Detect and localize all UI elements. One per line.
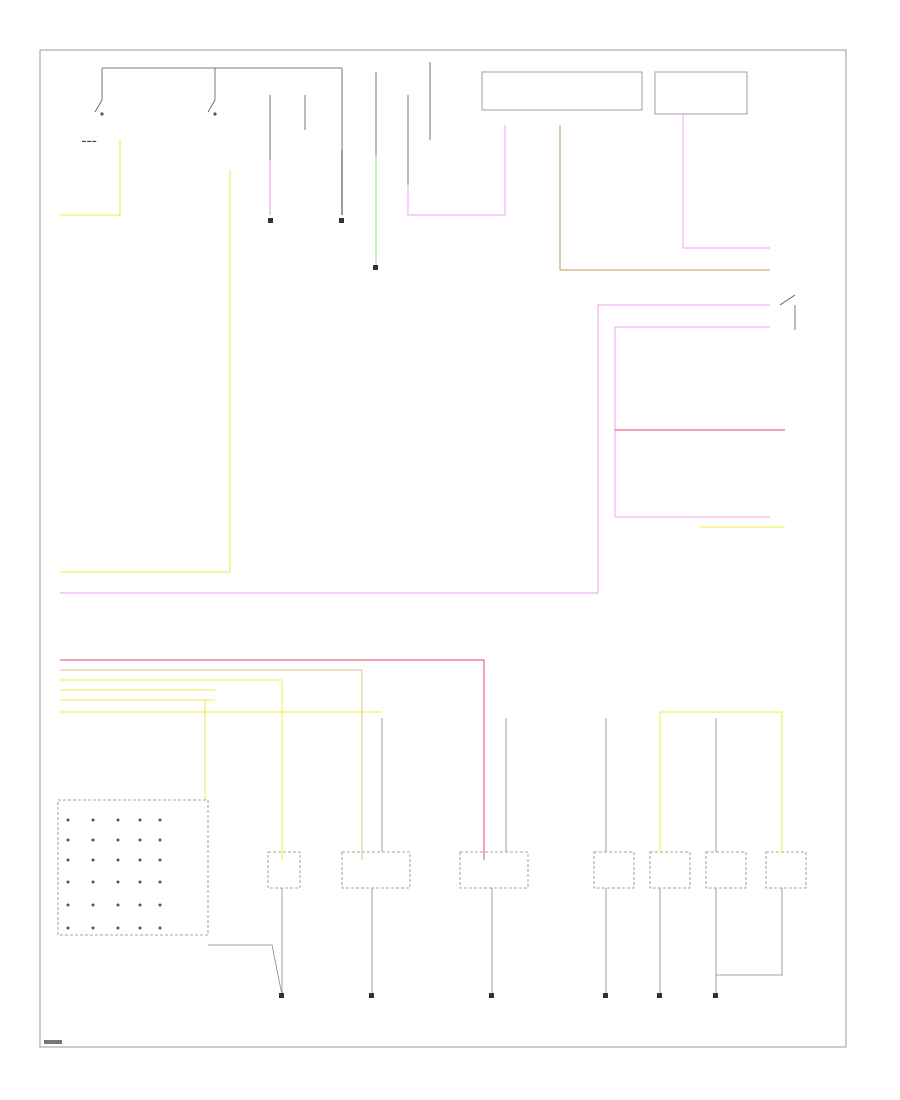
- switch-label: ▬ ▬ ▬: [82, 138, 96, 143]
- switch-icon: [779, 294, 796, 330]
- module-box-1: [481, 71, 643, 111]
- wire-panel-out: [208, 944, 283, 996]
- switch-icon: [207, 99, 217, 116]
- wire-pink-right: [682, 115, 770, 249]
- wire-yellow-b1: [60, 679, 283, 860]
- wire-brown: [559, 125, 770, 271]
- wire-pink-top: [407, 125, 506, 216]
- switch-icon: [94, 99, 104, 116]
- wire-yellow-1: [60, 140, 121, 216]
- lamp-modules: [267, 851, 807, 889]
- module-box-2: [654, 71, 748, 115]
- top-bus: [101, 62, 431, 215]
- panel-box: [57, 799, 209, 936]
- wire-pink-long: [60, 304, 770, 594]
- wire-yellow-2: [60, 170, 231, 573]
- lamp-feeds: [381, 718, 717, 852]
- wire-pink-2: [614, 326, 770, 518]
- wire-yellow-right-bottom: [659, 711, 783, 852]
- connector-taps: [269, 95, 409, 215]
- ground-icon: [268, 218, 378, 270]
- wire-tan-1: [60, 669, 363, 860]
- footer-tag: [44, 1040, 62, 1044]
- diagram-frame: [39, 49, 847, 1048]
- panel-contacts: [66, 818, 162, 930]
- ground-icon: [279, 993, 718, 998]
- ground-legs: [281, 888, 783, 995]
